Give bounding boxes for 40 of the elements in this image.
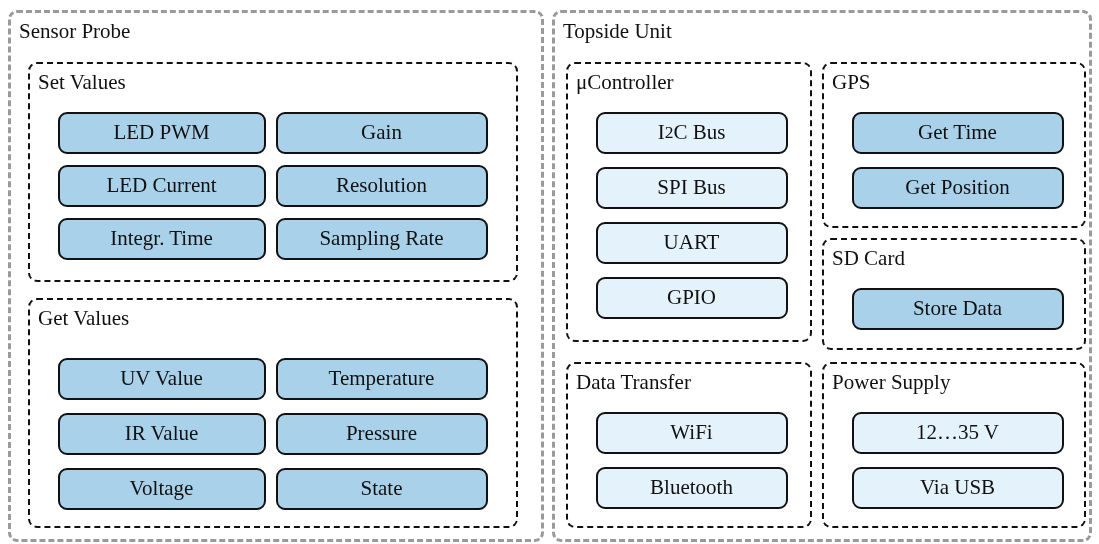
group-title: Power Supply: [832, 370, 951, 396]
group-title: Sensor Probe: [19, 19, 131, 45]
function-box: 12…35 V: [851, 411, 1064, 454]
group-title: μController: [576, 70, 674, 96]
group-title: Data Transfer: [576, 370, 691, 396]
function-box: LED PWM: [57, 111, 266, 154]
function-box: WiFi: [595, 411, 788, 454]
function-box: Pressure: [275, 412, 488, 455]
function-box: Bluetooth: [595, 466, 788, 509]
dashed-group-frame: [566, 62, 812, 342]
dashed-group-frame: [552, 10, 1092, 542]
function-box: Store Data: [851, 287, 1064, 330]
function-box: Gain: [275, 111, 488, 154]
function-box: Temperature: [275, 357, 488, 400]
dashed-group-frame: [566, 362, 812, 528]
dashed-group-frame: [822, 238, 1086, 350]
function-box: GPIO: [595, 276, 788, 319]
dashed-group-frame: [822, 362, 1086, 528]
group-title: SD Card: [832, 246, 905, 272]
function-box: UV Value: [57, 357, 266, 400]
function-box: Get Time: [851, 111, 1064, 154]
function-box: UART: [595, 221, 788, 264]
function-box: Integr. Time: [57, 217, 266, 260]
function-box: IR Value: [57, 412, 266, 455]
group-title: GPS: [832, 70, 871, 96]
function-box: State: [275, 467, 488, 510]
function-box: Get Position: [851, 166, 1064, 209]
function-box: Voltage: [57, 467, 266, 510]
group-title: Set Values: [38, 70, 126, 96]
function-box: Via USB: [851, 466, 1064, 509]
dashed-group-frame: [28, 298, 518, 528]
group-title: Get Values: [38, 306, 130, 332]
function-box: LED Current: [57, 164, 266, 207]
dashed-group-frame: [822, 62, 1086, 228]
dashed-group-frame: [8, 10, 544, 542]
dashed-group-frame: [28, 62, 518, 282]
group-title: Topside Unit: [563, 19, 672, 45]
function-box: Resolution: [275, 164, 488, 207]
function-box: Sampling Rate: [275, 217, 488, 260]
function-box: SPI Bus: [595, 166, 788, 209]
